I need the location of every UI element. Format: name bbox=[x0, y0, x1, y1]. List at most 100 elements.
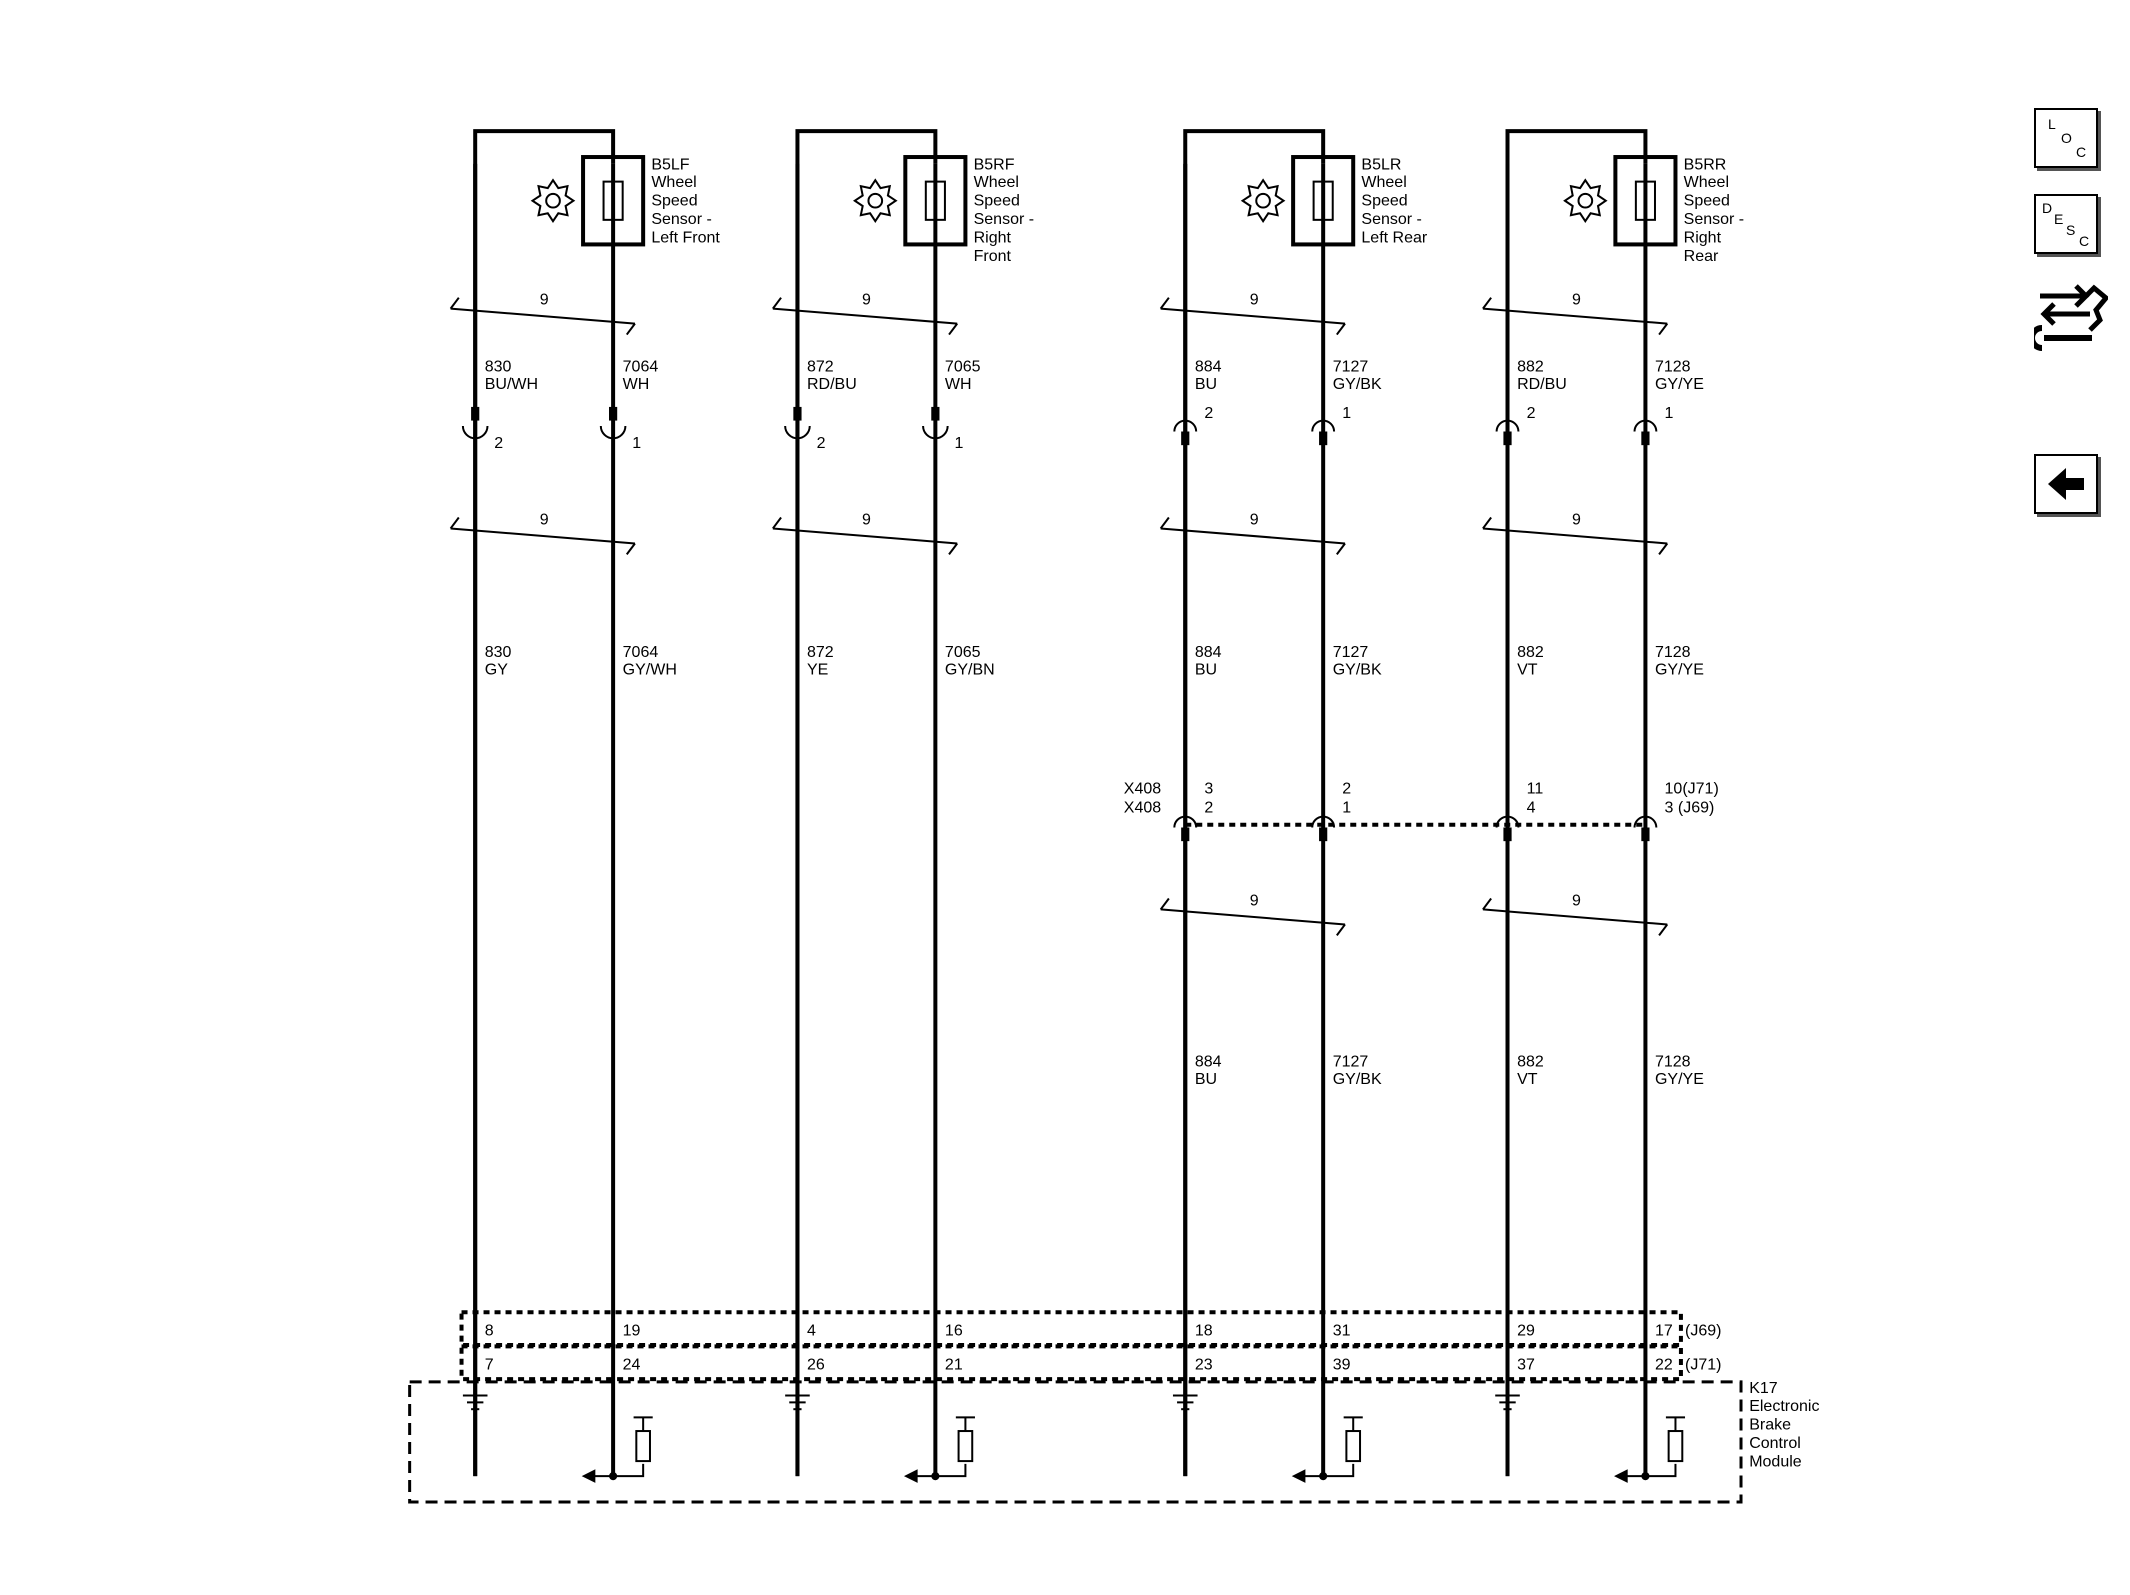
swap-wrench-button[interactable] bbox=[2029, 276, 2110, 352]
j69-pin-number: 17 bbox=[1655, 1322, 1673, 1339]
twist-tick bbox=[772, 516, 782, 530]
x408-pin-lower: 2 bbox=[1204, 799, 1213, 816]
x408-pin bbox=[1181, 827, 1190, 842]
wire-circuit-label: 882 bbox=[1517, 358, 1544, 375]
x408-pin-upper: 2 bbox=[1342, 780, 1351, 797]
back-button[interactable] bbox=[2034, 454, 2098, 514]
wire-circuit-label: 884 bbox=[1195, 358, 1222, 375]
module-name-line: Control bbox=[1749, 1435, 1801, 1452]
sensor-name-line: Sensor - bbox=[651, 211, 711, 228]
gear-hub bbox=[1577, 192, 1594, 209]
connector-pin bbox=[1503, 431, 1512, 446]
module-input-line bbox=[906, 1463, 967, 1478]
back-arrow-icon bbox=[2048, 468, 2084, 500]
j69-connector-box bbox=[459, 1310, 1683, 1348]
twist-label: 9 bbox=[862, 511, 871, 528]
sensor-loop bbox=[473, 129, 616, 1477]
wire-circuit-label: 884 bbox=[1195, 644, 1222, 661]
arrow-head-icon bbox=[581, 1469, 596, 1483]
wire-circuit-label: 882 bbox=[1517, 1053, 1544, 1070]
gear-icon bbox=[1563, 178, 1608, 224]
wire-circuit-label: 7065 bbox=[945, 644, 981, 661]
wire-color-label: RD/BU bbox=[807, 376, 857, 393]
twist-line bbox=[1160, 908, 1346, 926]
j69-pin-number: 19 bbox=[623, 1322, 641, 1339]
wire-circuit-label: 884 bbox=[1195, 1053, 1222, 1070]
wire-color-label: WH bbox=[623, 376, 650, 393]
wire-color-label: GY/BN bbox=[945, 662, 995, 679]
loc-letter-c: C bbox=[2076, 144, 2087, 160]
twisted-pair-mark bbox=[1482, 516, 1669, 555]
x408-pin bbox=[1503, 827, 1512, 842]
resistor-symbol bbox=[1345, 1430, 1362, 1463]
inline-connector bbox=[1495, 419, 1520, 432]
twisted-pair-mark bbox=[1482, 297, 1669, 336]
connector-pin bbox=[931, 406, 940, 421]
wire-circuit-label: 830 bbox=[485, 358, 512, 375]
twist-tick bbox=[948, 323, 959, 336]
j69-pin-number: 4 bbox=[807, 1322, 816, 1339]
gear-hub bbox=[867, 192, 884, 209]
twist-label: 9 bbox=[1572, 892, 1581, 909]
gear-icon bbox=[530, 178, 576, 224]
inline-connector bbox=[784, 425, 811, 440]
twist-line bbox=[450, 307, 636, 325]
module-name-line: K17 bbox=[1749, 1380, 1778, 1397]
j69-pin-number: 29 bbox=[1517, 1322, 1535, 1339]
twist-line bbox=[1482, 527, 1668, 545]
resistor-symbol bbox=[635, 1430, 651, 1463]
wire-color-label: BU bbox=[1195, 662, 1217, 679]
x408-label: X408 bbox=[1124, 799, 1161, 816]
module-name-line: Module bbox=[1749, 1454, 1802, 1471]
wire-circuit-label: 7128 bbox=[1655, 1053, 1691, 1070]
sensor-id-b5lf: B5LF bbox=[651, 156, 689, 173]
x408-pin bbox=[1641, 827, 1650, 842]
module-box bbox=[408, 1380, 1743, 1504]
connector-pin bbox=[793, 406, 802, 421]
twist-tick bbox=[772, 297, 782, 310]
wire-color-label: GY/BK bbox=[1333, 662, 1382, 679]
j71-pin-number: 26 bbox=[807, 1357, 825, 1374]
gear-icon bbox=[852, 178, 898, 224]
twist-line bbox=[450, 527, 636, 545]
wire-color-label: VT bbox=[1517, 1071, 1538, 1088]
j71-pin-number: 39 bbox=[1333, 1357, 1351, 1374]
twist-tick bbox=[1482, 897, 1492, 911]
sensor-name-line: Left Rear bbox=[1361, 229, 1427, 246]
module-name-line: Brake bbox=[1749, 1417, 1791, 1434]
j71-pin-number: 23 bbox=[1195, 1357, 1213, 1374]
wire-circuit-label: 7127 bbox=[1333, 358, 1369, 375]
gear-icon bbox=[1240, 178, 1286, 224]
connector-pin-number: 1 bbox=[954, 435, 963, 452]
loc-button[interactable]: L O C bbox=[2034, 108, 2098, 168]
wire-color-label: WH bbox=[945, 376, 972, 393]
twist-tick bbox=[1658, 542, 1669, 555]
swap-arrows-icon bbox=[2040, 284, 2110, 332]
twist-tick bbox=[1482, 297, 1492, 310]
twisted-pair-mark bbox=[449, 516, 636, 555]
twist-tick bbox=[1159, 516, 1170, 530]
desc-letter-d: D bbox=[2042, 200, 2053, 216]
x408-pin-lower: 1 bbox=[1342, 799, 1351, 816]
x408-pin-lower: 3 (J69) bbox=[1665, 799, 1715, 816]
j71-pin-number: 24 bbox=[623, 1357, 641, 1374]
connector-pin-number: 2 bbox=[1527, 405, 1536, 422]
wire-circuit-label: 882 bbox=[1517, 644, 1544, 661]
desc-button[interactable]: D E S C bbox=[2034, 194, 2098, 254]
twist-tick bbox=[625, 323, 636, 336]
ground-symbol bbox=[462, 1394, 488, 1411]
wire-color-label: YE bbox=[807, 662, 828, 679]
desc-letter-c: C bbox=[2079, 233, 2090, 249]
twist-tick bbox=[449, 516, 460, 530]
wire-color-label: VT bbox=[1517, 662, 1538, 679]
inline-connector bbox=[1311, 419, 1336, 432]
twist-label: 9 bbox=[1250, 892, 1259, 909]
resistor-symbol bbox=[957, 1430, 974, 1463]
j69-pin-number: 16 bbox=[945, 1322, 963, 1339]
twist-line bbox=[772, 527, 958, 545]
arrow-head-icon bbox=[1614, 1469, 1628, 1483]
sensor-id-b5lr: B5LR bbox=[1361, 156, 1401, 173]
wire-color-label: GY/BK bbox=[1333, 1071, 1382, 1088]
gear-hub bbox=[545, 192, 561, 209]
x408-label: X408 bbox=[1124, 780, 1161, 797]
